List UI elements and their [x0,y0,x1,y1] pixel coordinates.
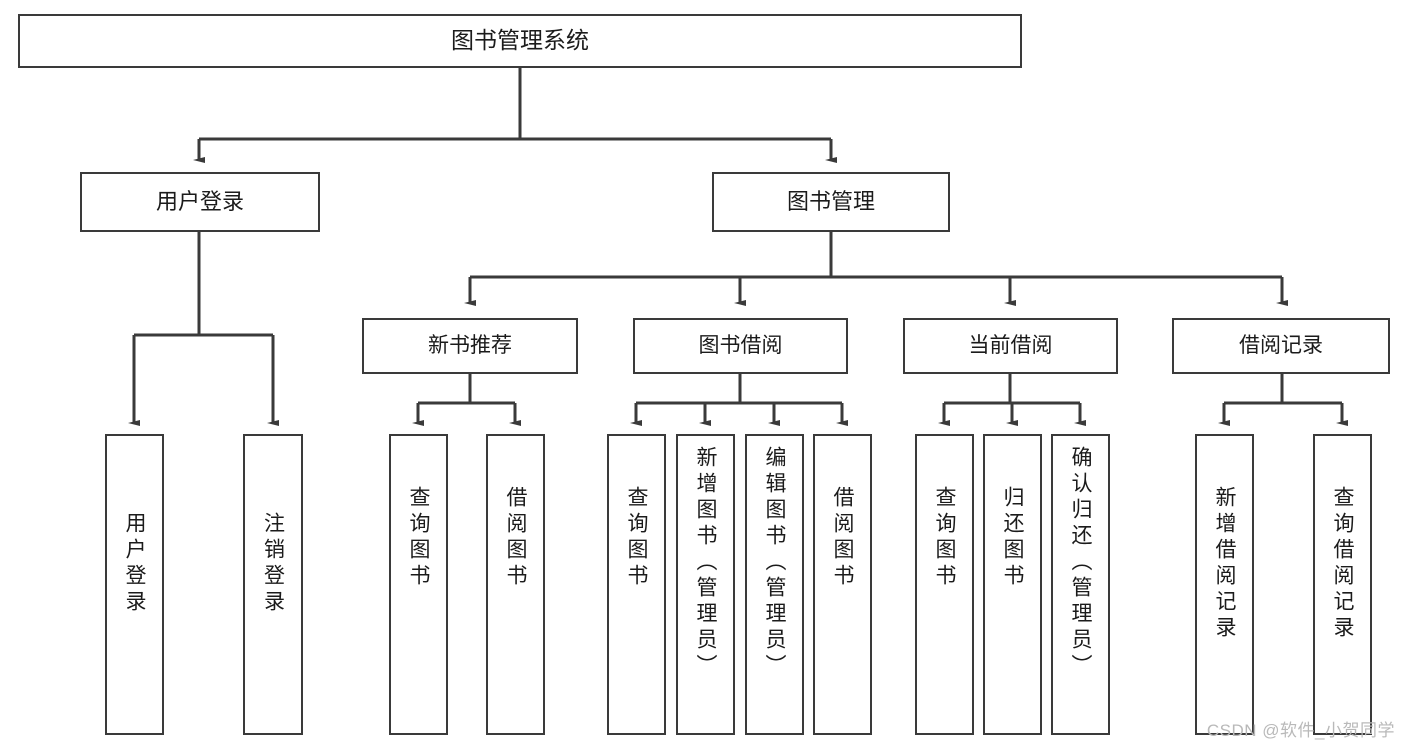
leaf-current-borrow-query-label: 查询图书 [933,486,956,590]
leaf-current-borrow-confirm-return[interactable]: 确认归还（管理员） [1051,434,1110,735]
node-book-borrow-label: 图书借阅 [698,333,783,357]
leaf-borrow-record-query-label: 查询借阅记录 [1331,486,1354,642]
leaf-user-login-logout-label: 注销登录 [261,512,285,616]
node-new-book-recommend-label: 新书推荐 [428,333,512,357]
node-current-borrow[interactable]: 当前借阅 [903,318,1118,374]
leaf-book-borrow-borrow-label: 借阅图书 [831,486,854,590]
leaf-book-borrow-edit[interactable]: 编辑图书（管理员） [745,434,804,735]
leaf-current-borrow-return[interactable]: 归还图书 [983,434,1042,735]
leaf-user-login-login[interactable]: 用户登录 [105,434,164,735]
leaf-book-borrow-edit-label: 编辑图书（管理员） [763,446,786,680]
node-borrow-record[interactable]: 借阅记录 [1172,318,1390,374]
leaf-user-login-login-label: 用户登录 [123,512,146,616]
leaf-book-borrow-add-label: 新增图书（管理员） [694,446,717,680]
leaf-new-book-query-label: 查询图书 [407,486,430,590]
leaf-new-book-borrow-label: 借阅图书 [504,486,527,590]
leaf-borrow-record-query[interactable]: 查询借阅记录 [1313,434,1372,735]
leaf-borrow-record-add-label: 新增借阅记录 [1213,486,1236,642]
watermark-text: CSDN @软件_小贺同学 [1206,721,1395,740]
node-book-management[interactable]: 图书管理 [712,172,950,232]
leaf-current-borrow-query[interactable]: 查询图书 [915,434,974,735]
leaf-borrow-record-add[interactable]: 新增借阅记录 [1195,434,1254,735]
node-book-management-label: 图书管理 [786,189,875,215]
leaf-new-book-query[interactable]: 查询图书 [389,434,448,735]
leaf-book-borrow-add[interactable]: 新增图书（管理员） [676,434,735,735]
leaf-current-borrow-return-label: 归还图书 [1001,486,1024,590]
leaf-new-book-borrow[interactable]: 借阅图书 [486,434,545,735]
leaf-current-borrow-confirm-return-label: 确认归还（管理员） [1069,446,1092,680]
node-user-login[interactable]: 用户登录 [80,172,320,232]
node-root[interactable]: 图书管理系统 [18,14,1022,68]
node-current-borrow-label: 当前借阅 [968,333,1053,357]
node-root-label: 图书管理系统 [451,27,589,54]
leaf-user-login-logout[interactable]: 注销登录 [243,434,303,735]
node-borrow-record-label: 借阅记录 [1239,333,1323,357]
node-book-borrow[interactable]: 图书借阅 [633,318,848,374]
leaf-book-borrow-borrow[interactable]: 借阅图书 [813,434,872,735]
leaf-book-borrow-query[interactable]: 查询图书 [607,434,666,735]
node-user-login-label: 用户登录 [155,189,244,215]
leaf-book-borrow-query-label: 查询图书 [625,486,648,590]
node-new-book-recommend[interactable]: 新书推荐 [362,318,578,374]
